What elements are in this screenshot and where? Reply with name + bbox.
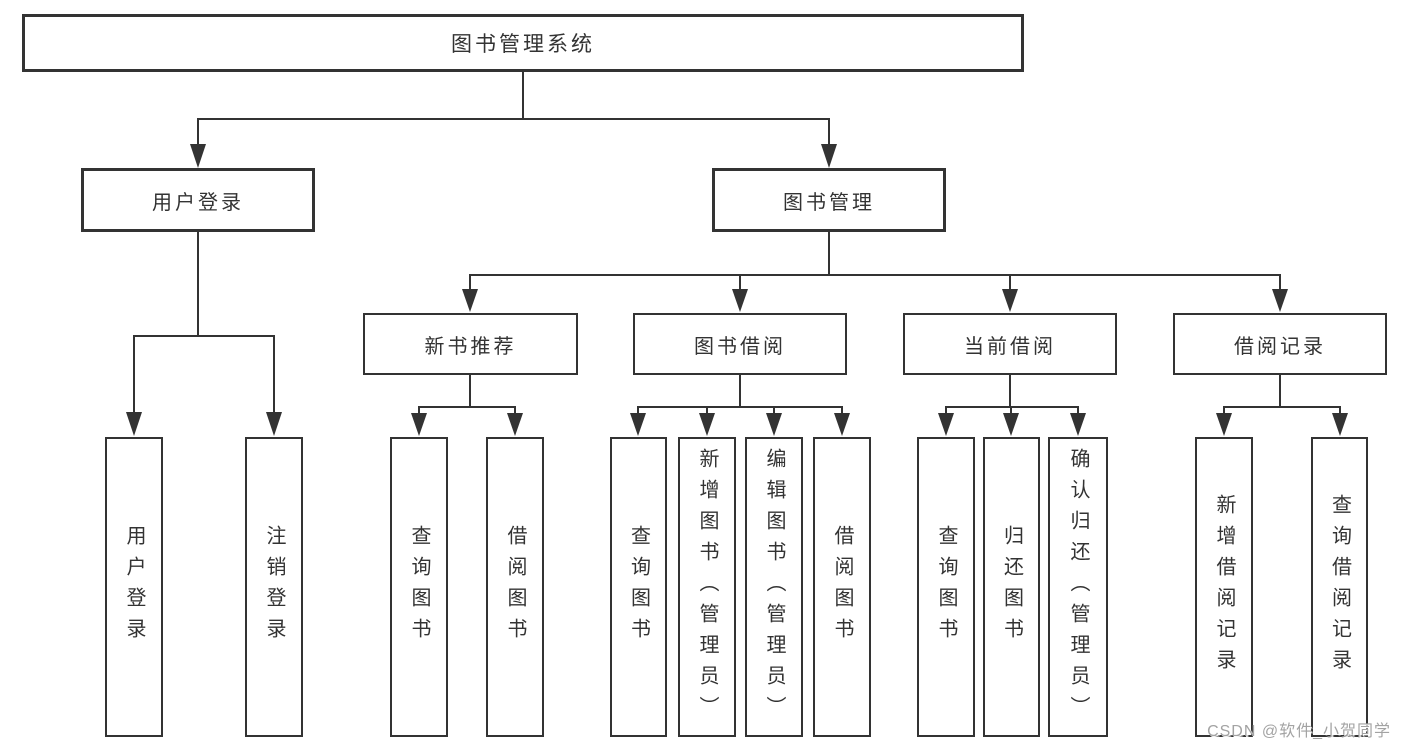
leaf-add-books-admin: 新增图书（管理员） bbox=[678, 437, 736, 737]
connector-mgmt-to-level3 bbox=[469, 232, 1281, 290]
node-label: 新书推荐 bbox=[424, 335, 517, 358]
arrowhead-icon bbox=[699, 413, 715, 436]
leaf-label: 查询图书 bbox=[935, 525, 957, 649]
leaf-borrow-books-2: 借阅图书 bbox=[813, 437, 871, 737]
arrowhead-icon bbox=[1272, 289, 1288, 312]
connector-records-to-leaves bbox=[1223, 375, 1341, 414]
leaf-label: 编辑图书（管理员） bbox=[763, 447, 785, 727]
node-label: 图书管理系统 bbox=[451, 33, 595, 56]
leaf-label: 新增借阅记录 bbox=[1213, 494, 1235, 680]
csdn-watermark: CSDN @软件_小贺同学 bbox=[1207, 723, 1391, 740]
leaf-label: 归还图书 bbox=[1000, 525, 1023, 649]
arrowhead-icon bbox=[1216, 413, 1232, 436]
arrowhead-icon bbox=[834, 413, 850, 436]
arrowhead-icon bbox=[766, 413, 782, 436]
node-user-login: 用户登录 bbox=[81, 168, 315, 232]
leaf-confirm-return-admin: 确认归还（管理员） bbox=[1048, 437, 1108, 737]
leaf-query-books-3: 查询图书 bbox=[917, 437, 975, 737]
arrowhead-icon bbox=[126, 412, 142, 436]
arrowhead-icon bbox=[630, 413, 646, 436]
leaf-label: 查询图书 bbox=[408, 525, 430, 649]
node-label: 用户登录 bbox=[152, 191, 244, 214]
connector-login-to-leaves bbox=[133, 232, 275, 413]
leaf-query-books-1: 查询图书 bbox=[390, 437, 448, 737]
leaf-add-borrow-record: 新增借阅记录 bbox=[1195, 437, 1253, 737]
arrowhead-icon bbox=[1003, 413, 1019, 436]
leaf-label: 注销登录 bbox=[263, 525, 285, 649]
arrowhead-icon bbox=[462, 289, 478, 312]
arrowheads bbox=[126, 144, 1348, 436]
node-library-management-system: 图书管理系统 bbox=[22, 14, 1024, 72]
arrowhead-icon bbox=[1070, 413, 1086, 436]
arrowhead-icon bbox=[1002, 289, 1018, 312]
leaf-label: 新增图书（管理员） bbox=[696, 447, 718, 727]
connector-root-to-level2 bbox=[197, 72, 830, 147]
leaf-label: 用户登录 bbox=[123, 525, 145, 649]
arrowhead-icon bbox=[266, 412, 282, 436]
connector-newbooks-to-leaves bbox=[418, 375, 516, 414]
leaf-label: 借阅图书 bbox=[831, 525, 853, 649]
leaf-label: 查询借阅记录 bbox=[1328, 494, 1351, 680]
connector-current-to-leaves bbox=[945, 375, 1079, 414]
node-label: 借阅记录 bbox=[1234, 335, 1326, 358]
arrowhead-icon bbox=[732, 289, 748, 312]
arrowhead-icon bbox=[1332, 413, 1348, 436]
node-current-borrowing: 当前借阅 bbox=[903, 313, 1117, 375]
arrowhead-icon bbox=[938, 413, 954, 436]
leaf-edit-books-admin: 编辑图书（管理员） bbox=[745, 437, 803, 737]
arrowhead-icon bbox=[190, 144, 206, 168]
leaf-label: 借阅图书 bbox=[504, 525, 526, 649]
node-label: 图书管理 bbox=[783, 191, 875, 214]
arrowhead-icon bbox=[507, 413, 523, 436]
leaf-label: 查询图书 bbox=[627, 525, 650, 649]
leaf-query-borrow-record: 查询借阅记录 bbox=[1311, 437, 1368, 737]
arrowhead-icon bbox=[411, 413, 427, 436]
leaf-user-login: 用户登录 bbox=[105, 437, 163, 737]
leaf-return-books: 归还图书 bbox=[983, 437, 1040, 737]
leaf-query-books-2: 查询图书 bbox=[610, 437, 667, 737]
node-book-borrowing: 图书借阅 bbox=[633, 313, 847, 375]
node-new-book-recommend: 新书推荐 bbox=[363, 313, 578, 375]
node-borrowing-records: 借阅记录 bbox=[1173, 313, 1387, 375]
node-label: 当前借阅 bbox=[964, 335, 1056, 358]
node-label: 图书借阅 bbox=[694, 335, 786, 358]
leaf-logout: 注销登录 bbox=[245, 437, 303, 737]
node-book-management: 图书管理 bbox=[712, 168, 946, 232]
leaf-label: 确认归还（管理员） bbox=[1067, 447, 1089, 727]
arrowhead-icon bbox=[821, 144, 837, 168]
connector-borrow-to-leaves bbox=[637, 375, 843, 414]
leaf-borrow-books-1: 借阅图书 bbox=[486, 437, 544, 737]
